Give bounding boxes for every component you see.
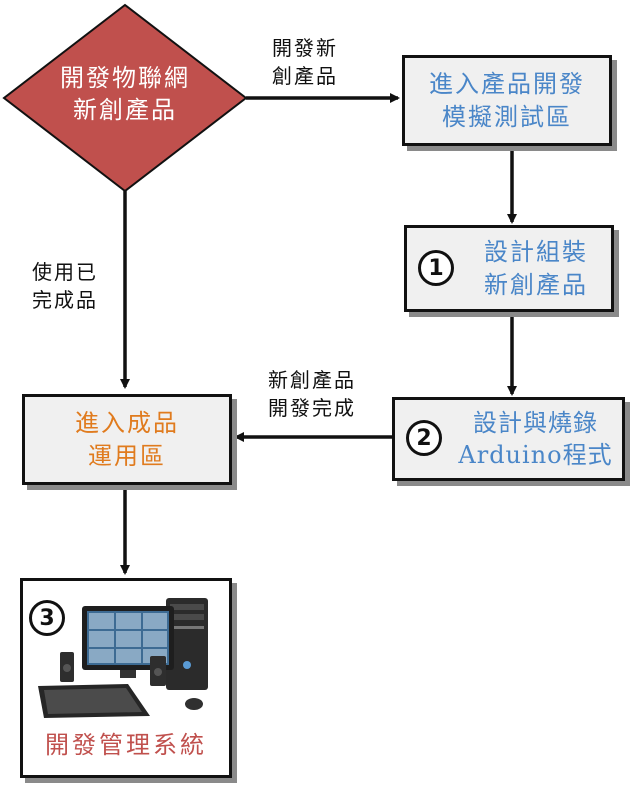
step-1-badge: 1 <box>418 250 454 286</box>
step-1-number: 1 <box>428 255 444 281</box>
use-line1: 進入成品 <box>75 409 179 438</box>
edge-use-finished-line2: 完成品 <box>32 288 98 312</box>
step-2-number: 2 <box>416 425 432 451</box>
edge-new-product-line1: 開發新 <box>272 36 338 60</box>
sim-box: 進入產品開發 模擬測試區 <box>402 55 612 146</box>
edge-product-done-line1: 新創產品 <box>268 368 356 392</box>
step-2-badge: 2 <box>406 420 442 456</box>
design-line2: 新創產品 <box>484 270 588 299</box>
use-line2: 運用區 <box>88 441 166 470</box>
diamond-line1: 開發物聯網 <box>60 64 190 92</box>
step-3-badge: 3 <box>29 600 65 636</box>
mgmt-label: 開發管理系統 <box>45 730 207 759</box>
arduino-line2: Arduino程式 <box>458 441 613 469</box>
step-3-number: 3 <box>39 605 55 631</box>
use-box: 進入成品 運用區 <box>22 394 232 485</box>
diamond-line2: 新創產品 <box>73 96 177 125</box>
edge-product-done-line2: 開發完成 <box>268 396 356 420</box>
edge-label-new-product: 開發新 創產品 <box>272 34 338 90</box>
design-line1: 設計組裝 <box>484 238 588 267</box>
edge-new-product-line2: 創產品 <box>272 64 338 88</box>
edge-label-use-finished: 使用已 完成品 <box>32 258 98 314</box>
diamond-label: 開發物聯網 新創產品 <box>29 62 221 127</box>
edge-label-product-done: 新創產品 開發完成 <box>268 366 356 422</box>
sim-line1: 進入產品開發 <box>429 70 585 99</box>
edge-use-finished-line1: 使用已 <box>32 260 98 284</box>
sim-line2: 模擬測試區 <box>442 102 572 131</box>
design-box: 設計組裝 新創產品 <box>404 225 614 312</box>
arduino-line1: 設計與燒錄 <box>473 408 598 437</box>
